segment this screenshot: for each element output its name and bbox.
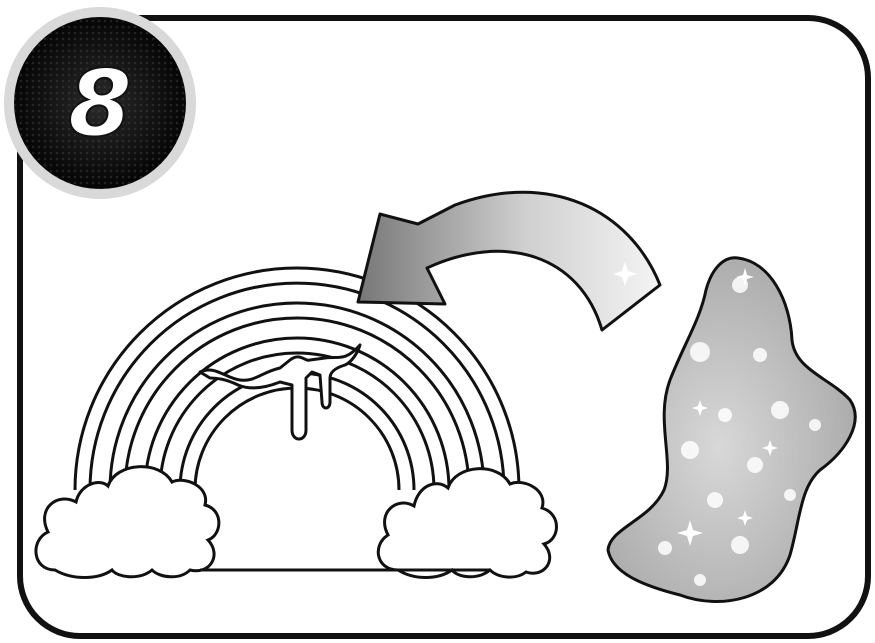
cloud-right [376,467,558,579]
arrow-sparkle-icon [613,262,637,286]
curved-arrow-icon [356,190,662,332]
cloud-left [34,465,221,579]
panel-frame [17,15,871,639]
slime-drip [198,343,362,441]
step-number: 8 [68,50,132,157]
rainbow [73,266,521,491]
step-badge: 8 [4,7,196,199]
glitter-slime [606,256,857,603]
